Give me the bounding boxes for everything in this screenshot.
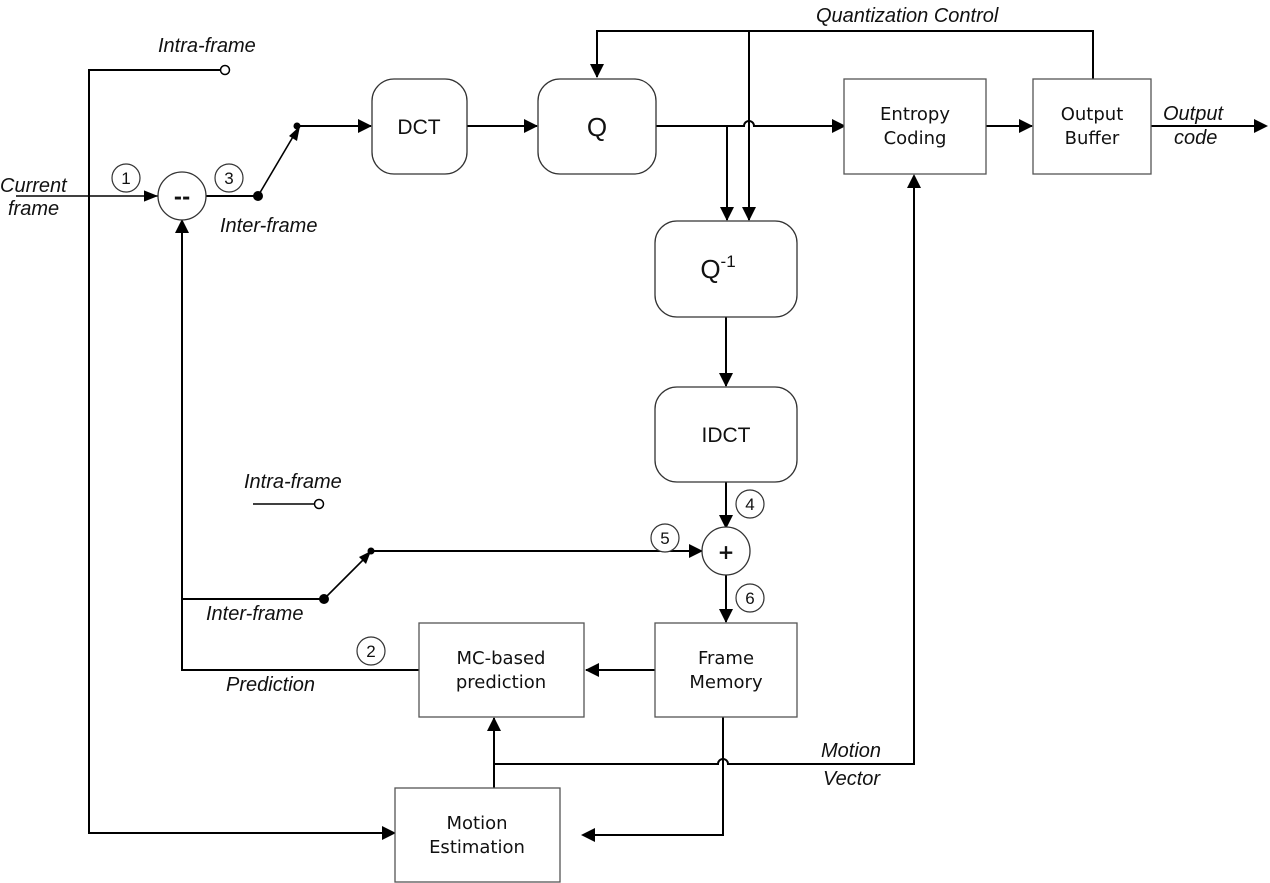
arrowhead (1019, 119, 1033, 133)
label-motion-vector-2: Vector (823, 768, 881, 790)
subtractor: -- (157, 171, 207, 221)
svg-text:4: 4 (745, 495, 754, 514)
block-frame-memory-label-1: Frame (698, 648, 754, 669)
label-prediction: Prediction (226, 674, 315, 696)
arrowhead (487, 717, 501, 731)
switch-contact-intra-bottom (313, 498, 325, 510)
block-entropy-coding-label-2: Coding (884, 128, 947, 149)
block-output-buffer: Output Buffer (1032, 78, 1152, 175)
svg-text:5: 5 (660, 529, 669, 548)
arrowhead (581, 828, 595, 842)
block-inverse-quantizer-label: Q-1 (700, 252, 735, 284)
arrowhead (358, 119, 372, 133)
arrowhead (175, 219, 189, 233)
arrowhead (907, 174, 921, 188)
block-entropy-coding: Entropy Coding (843, 78, 987, 175)
adder-symbol: + (718, 540, 735, 564)
marker-6: 6 (735, 583, 765, 613)
arrowhead (524, 119, 538, 133)
arrowhead (289, 126, 300, 141)
edge-motion-vector-to-entropy (494, 176, 915, 765)
edge-frame-memory-to-me (583, 717, 724, 836)
block-motion-estimation: Motion Estimation (394, 787, 561, 883)
block-motion-estimation-label-2: Estimation (429, 837, 525, 858)
block-frame-memory-label-2: Memory (689, 672, 763, 693)
label-current-frame-1: Current (0, 175, 68, 197)
label-intra-frame-bottom: Intra-frame (244, 471, 342, 493)
block-dct: DCT (371, 78, 468, 175)
marker-2: 2 (356, 636, 386, 666)
block-output-buffer-label-1: Output (1061, 104, 1124, 125)
edge-quantization-control (596, 30, 1094, 79)
svg-text:1: 1 (121, 169, 130, 188)
edge-prediction-to-subtractor (181, 222, 419, 671)
arrowhead (742, 207, 756, 221)
label-quantization-control: Quantization Control (816, 5, 999, 27)
block-idct: IDCT (654, 386, 798, 483)
arrowhead (359, 551, 371, 564)
arrowhead (720, 207, 734, 221)
svg-text:2: 2 (366, 642, 375, 661)
arrowhead (689, 544, 703, 558)
svg-text:3: 3 (224, 169, 233, 188)
block-motion-estimation-label-1: Motion (446, 813, 507, 834)
block-entropy-coding-label-1: Entropy (880, 104, 950, 125)
arrowhead (382, 826, 396, 840)
edge-current-to-motion-estimation (88, 69, 396, 834)
arrowhead (719, 373, 733, 387)
label-current-frame-2: frame (8, 198, 59, 220)
label-output-code-2: code (1174, 127, 1217, 149)
switch-contact-inter-bottom (367, 547, 375, 555)
svg-text:6: 6 (745, 589, 754, 608)
block-mc-prediction-label-2: prediction (456, 672, 546, 693)
block-inverse-quantizer: Q-1 (654, 220, 798, 318)
block-idct-label: IDCT (702, 424, 751, 447)
switch-contact-inter-top (293, 122, 301, 130)
block-quantizer-label: Q (587, 112, 607, 142)
block-quantizer: Q (537, 78, 657, 175)
arrowhead (1254, 119, 1268, 133)
label-intra-frame-top: Intra-frame (158, 35, 256, 57)
switch-pivot-top (253, 191, 263, 201)
block-mc-prediction-label-1: MC-based (457, 648, 546, 669)
switch-arm-top (257, 129, 298, 197)
marker-3: 3 (214, 163, 244, 193)
block-output-buffer-label-2: Buffer (1065, 128, 1120, 149)
label-motion-vector-1: Motion (821, 740, 881, 762)
switch-contact-intra-top (219, 64, 231, 76)
switch-pivot-bottom (319, 594, 329, 604)
edge-q-to-entropy (656, 120, 845, 127)
arrowhead (719, 515, 733, 529)
label-inter-frame-top: Inter-frame (220, 215, 317, 237)
block-dct-label: DCT (397, 116, 440, 139)
label-inter-frame-bottom: Inter-frame (206, 603, 303, 625)
adder: + (701, 526, 751, 576)
connections (16, 30, 1268, 842)
block-frame-memory: Frame Memory (654, 622, 798, 718)
arrowhead (719, 609, 733, 623)
arrowhead (585, 663, 599, 677)
arrowhead (832, 119, 846, 133)
label-output-code-1: Output (1163, 103, 1224, 125)
arrowhead (590, 64, 604, 78)
marker-5: 5 (650, 523, 680, 553)
subtractor-symbol: -- (174, 185, 191, 209)
switch-arm-bottom (323, 554, 369, 600)
marker-4: 4 (735, 489, 765, 519)
block-mc-prediction: MC-based prediction (418, 622, 585, 718)
marker-1: 1 (111, 163, 141, 193)
